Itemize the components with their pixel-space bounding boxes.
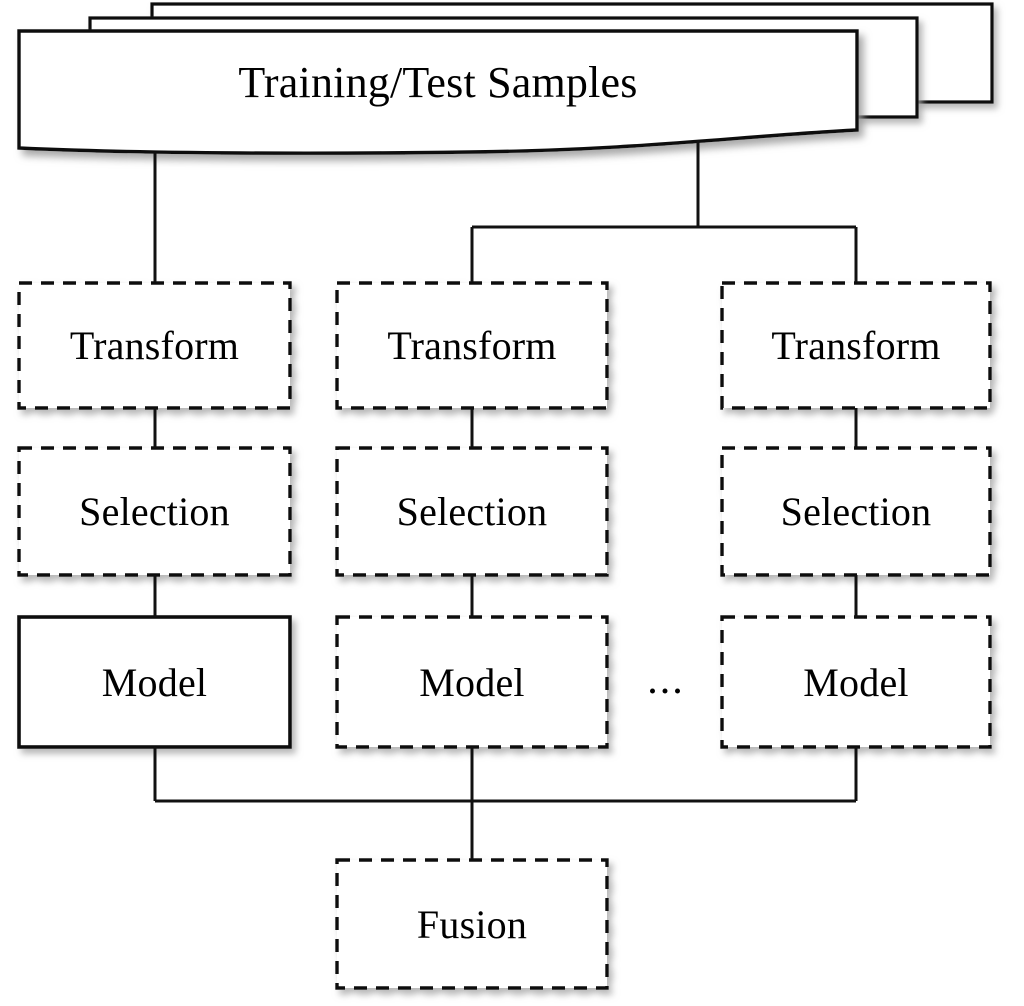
pipeline-2-group — [335, 281, 609, 749]
connector-group-top — [153, 140, 858, 283]
pipeline-3-group — [720, 281, 992, 749]
pipeline-1-group — [17, 281, 292, 749]
node-transform-2[interactable] — [335, 281, 609, 410]
node-selection-1[interactable] — [17, 446, 292, 577]
stacked-documents-icon — [17, 2, 994, 155]
node-model-3[interactable] — [720, 615, 992, 749]
node-model-1[interactable] — [17, 615, 292, 749]
document-layer-front — [17, 29, 859, 155]
node-fusion[interactable] — [335, 858, 609, 990]
node-model-2[interactable] — [335, 615, 609, 749]
node-transform-1[interactable] — [17, 281, 292, 410]
node-selection-2[interactable] — [335, 446, 609, 577]
node-selection-3[interactable] — [720, 446, 992, 577]
node-transform-3[interactable] — [720, 281, 992, 410]
connector-group-bottom — [153, 747, 858, 860]
